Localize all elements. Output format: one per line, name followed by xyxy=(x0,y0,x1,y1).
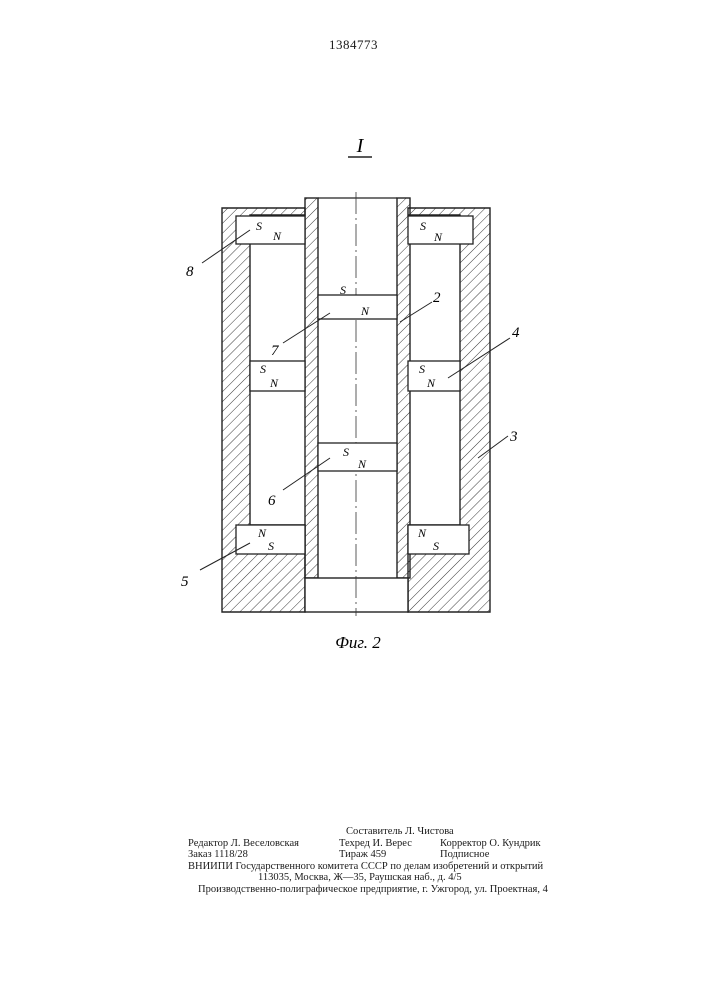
pole-label: S xyxy=(433,539,439,553)
part-number-label: 3 xyxy=(509,429,518,445)
pole-label: S xyxy=(260,362,266,376)
inner-magnet-upper xyxy=(318,295,397,319)
pole-label: N xyxy=(426,376,436,390)
institute-line: ВНИИПИ Государственного комитета СССР по… xyxy=(188,861,543,873)
subscription-note: Подписное xyxy=(440,849,489,861)
printer-line: Производственно-полиграфическое предприя… xyxy=(198,884,548,896)
pole-label: S xyxy=(340,283,346,297)
tube-wall-left xyxy=(305,198,318,578)
part-number-label: 8 xyxy=(186,264,194,280)
magnet-top-left xyxy=(236,216,305,244)
circulation: Тираж 459 xyxy=(339,849,386,861)
pole-label: N xyxy=(357,457,367,471)
part-number-label: 7 xyxy=(271,343,280,359)
pole-label: N xyxy=(257,526,267,540)
pole-label: N xyxy=(417,526,427,540)
imprint-block: Составитель Л. Чистова Редактор Л. Весел… xyxy=(188,826,578,895)
part-number-label: 5 xyxy=(181,574,189,590)
pole-label: S xyxy=(268,539,274,553)
pole-label: N xyxy=(272,229,282,243)
composer-credit: Составитель Л. Чистова xyxy=(346,826,454,838)
figure-caption: Фиг. 2 xyxy=(335,633,381,652)
pole-label: N xyxy=(360,304,370,318)
proofreader-credit: Корректор О. Кундрик xyxy=(440,838,541,850)
bottom-plug xyxy=(305,578,408,612)
pole-label: S xyxy=(420,219,426,233)
pole-label: S xyxy=(256,219,262,233)
tech-editor-credit: Техред И. Верес xyxy=(339,838,412,850)
pole-label: N xyxy=(433,230,443,244)
order-number: Заказ 1118/28 xyxy=(188,849,248,861)
part-number-label: 2 xyxy=(433,290,441,306)
pole-label: S xyxy=(343,445,349,459)
part-number-label: 6 xyxy=(268,493,276,509)
address-line: 113035, Москва, Ж—35, Раушская наб., д. … xyxy=(258,872,462,884)
pole-label: N xyxy=(269,376,279,390)
editor-credit: Редактор Л. Веселовская xyxy=(188,838,299,850)
view-label: I xyxy=(356,135,365,157)
pole-label: S xyxy=(419,362,425,376)
part-number-label: 4 xyxy=(512,325,520,341)
